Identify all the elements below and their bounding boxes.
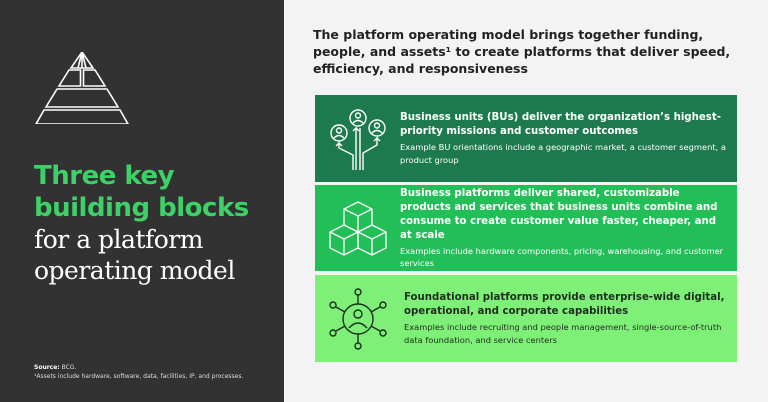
source-value: BCG. bbox=[61, 364, 77, 371]
card-title: Business units (BUs) deliver the organiz… bbox=[400, 112, 721, 137]
title-line: for a platform bbox=[34, 225, 203, 254]
footnote: ¹Assets include hardware, software, data… bbox=[34, 373, 244, 380]
people-arrows-icon bbox=[330, 108, 386, 170]
header-text: The platform operating model brings toge… bbox=[313, 27, 731, 76]
title-line: Three key bbox=[34, 161, 175, 191]
card-title: Business platforms deliver shared, custo… bbox=[400, 187, 718, 241]
cubes-icon bbox=[329, 201, 387, 256]
card-description: Examples include hardware components, pr… bbox=[400, 245, 724, 269]
card-description: Example BU orientations include a geogra… bbox=[400, 142, 726, 165]
network-person-icon bbox=[329, 287, 387, 350]
card-foundational-platforms: Foundational platforms provide enterpris… bbox=[315, 275, 737, 362]
card-business-platforms: Business platforms deliver shared, custo… bbox=[315, 185, 737, 271]
card-description: Examples include recruiting and people m… bbox=[404, 322, 722, 345]
card-business-units: Business units (BUs) deliver the organiz… bbox=[315, 95, 737, 182]
title-line: building blocks bbox=[34, 193, 249, 223]
title-line: operating model bbox=[34, 256, 235, 285]
pyramid-icon bbox=[35, 52, 129, 124]
source-note: Source: BCG. ¹Assets include hardware, so… bbox=[34, 363, 243, 381]
source-label: Source: bbox=[34, 364, 60, 371]
card-title: Foundational platforms provide enterpris… bbox=[404, 292, 725, 317]
